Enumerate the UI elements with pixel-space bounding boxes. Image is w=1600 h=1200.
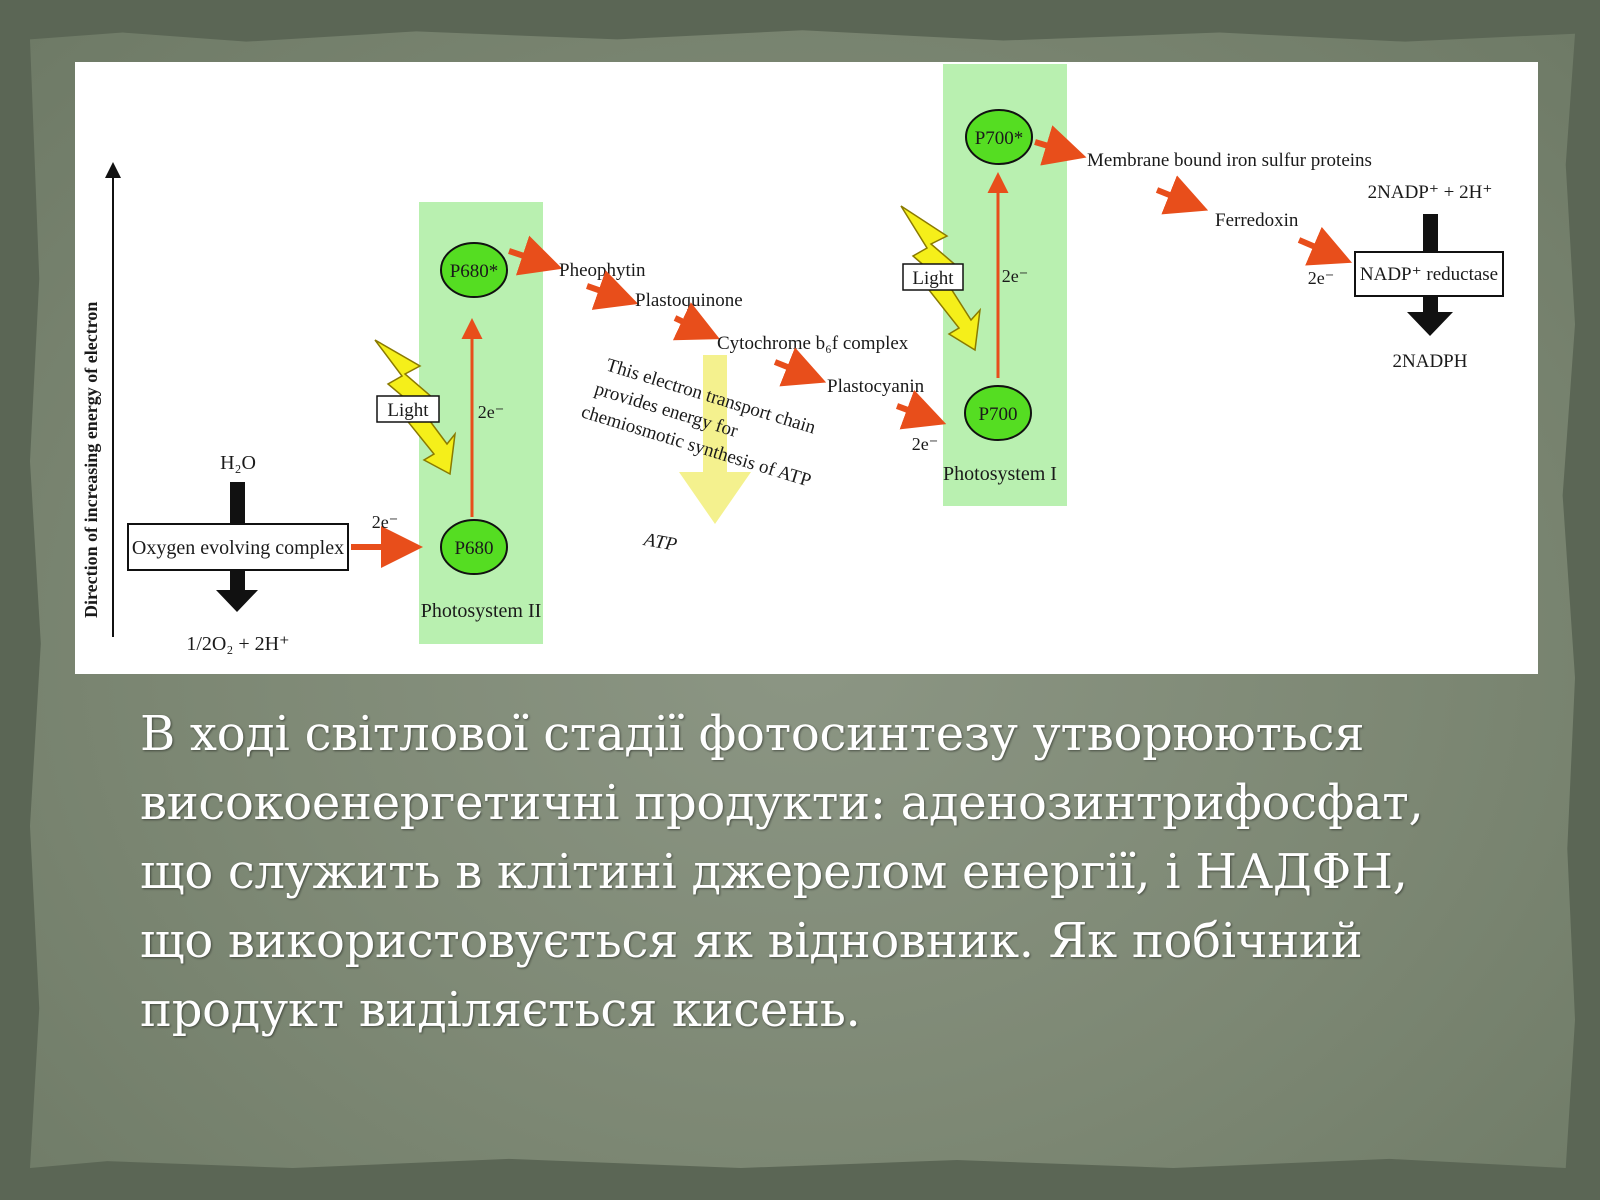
p680star-to-pheophytin-arrow bbox=[508, 235, 563, 276]
caption-line-1: В ході світлової стадії фотосинтезу утво… bbox=[140, 706, 1365, 762]
plastoquinone-to-cytochrome-arrow bbox=[672, 302, 720, 341]
light-label-psii: Light bbox=[387, 400, 429, 421]
caption-line-4: що використовується як відновник. Як поб… bbox=[140, 913, 1363, 969]
p700star-to-iron-sulfur-arrow bbox=[1034, 125, 1087, 166]
electrons-label-psii-input: 2e⁻ bbox=[372, 512, 399, 532]
p680-star-pigment bbox=[440, 242, 508, 298]
p700-star-pigment bbox=[965, 109, 1033, 165]
light-box-psii bbox=[376, 395, 440, 423]
caption-line-3: що служить в клітині джерелом енергії, і… bbox=[140, 844, 1408, 900]
oxygen-products-label: 1/2O₂ + 2H⁺ bbox=[186, 633, 289, 655]
ferredoxin-label: Ferredoxin bbox=[1215, 210, 1299, 231]
photosynthesis-diagram: Direction of increasing energy of electr… bbox=[75, 62, 1538, 674]
pheophytin-label: Pheophytin bbox=[559, 260, 646, 281]
oxygen-release-arrow bbox=[216, 570, 258, 612]
oxygen-complex-label: Oxygen evolving complex bbox=[132, 537, 344, 559]
nadp-reductase-box bbox=[1354, 251, 1504, 297]
oxygen-complex-box bbox=[127, 523, 349, 571]
p680-label: P680 bbox=[454, 538, 493, 559]
cytochrome-label: Cytochrome b₆f complex bbox=[717, 333, 909, 354]
photosystem-i-label: Photosystem I bbox=[943, 463, 1057, 485]
h2o-arrow-shaft bbox=[230, 482, 245, 526]
electrons-label-psi-input: 2e⁻ bbox=[912, 434, 939, 454]
cytochrome-to-plastocyanin-arrow bbox=[773, 347, 827, 387]
plastocyanin-label: Plastocyanin bbox=[827, 376, 925, 397]
caption-line-2: високоенергетичні продукти: аденозинтриф… bbox=[140, 775, 1424, 831]
h2o-label: H₂O bbox=[220, 452, 256, 474]
photosystem-ii-label: Photosystem II bbox=[421, 600, 542, 622]
p680-pigment bbox=[440, 519, 508, 575]
electrons-label-nadp: 2e⁻ bbox=[1308, 268, 1335, 288]
nadp-input-label: 2NADP⁺ + 2H⁺ bbox=[1368, 182, 1493, 203]
p700-pigment bbox=[964, 385, 1032, 441]
p680-star-label: P680* bbox=[450, 261, 499, 282]
light-bolt-psii bbox=[374, 339, 457, 476]
electrons-label-psi: 2e⁻ bbox=[1002, 266, 1029, 286]
electrons-label-psii: 2e⁻ bbox=[478, 402, 505, 422]
caption-text: В ході світлової стадії фотосинтезу утво… bbox=[140, 700, 1480, 1045]
nadp-input-arrow bbox=[1423, 214, 1438, 252]
energy-axis-label: Direction of increasing energy of electr… bbox=[81, 302, 101, 618]
plastocyanin-to-p700-arrow bbox=[895, 389, 947, 430]
nadph-label: 2NADPH bbox=[1393, 351, 1468, 372]
pheophytin-to-plastoquinone-arrow bbox=[586, 270, 639, 310]
atp-label: ATP bbox=[640, 529, 679, 556]
iron-sulfur-label: Membrane bound iron sulfur proteins bbox=[1087, 150, 1372, 171]
nadp-reductase-label: NADP⁺ reductase bbox=[1360, 264, 1498, 285]
caption-line-5: продукт виділяється кисень. bbox=[140, 982, 861, 1038]
z-scheme-svg: Direction of increasing energy of electr… bbox=[81, 64, 1504, 655]
light-label-psi: Light bbox=[912, 268, 954, 289]
plastoquinone-label: Plastoquinone bbox=[635, 290, 743, 311]
atp-synthesis-arrow bbox=[679, 355, 751, 524]
iron-sulfur-to-ferredoxin-arrow bbox=[1155, 175, 1209, 215]
light-box-psi bbox=[902, 263, 964, 291]
nadph-output-arrow bbox=[1407, 296, 1453, 336]
p700-label: P700 bbox=[978, 404, 1017, 425]
ferredoxin-to-reductase-arrow bbox=[1297, 226, 1353, 266]
p700-star-label: P700* bbox=[975, 128, 1024, 149]
